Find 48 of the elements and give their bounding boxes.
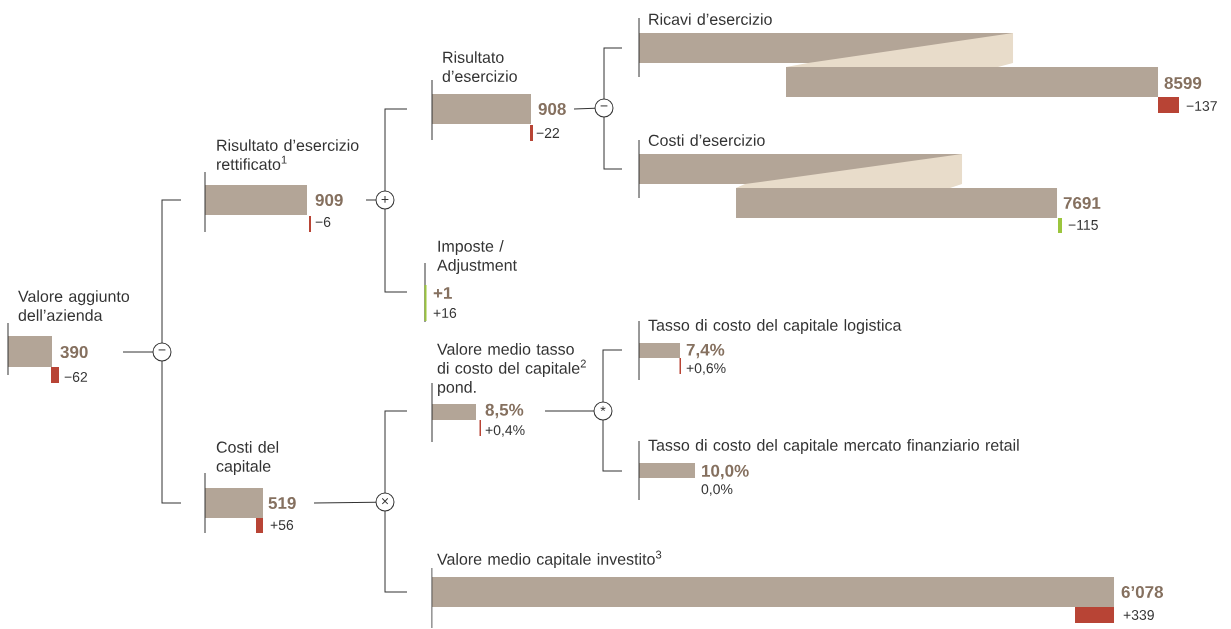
connector-line bbox=[573, 107, 596, 110]
value-label: 908 bbox=[538, 103, 566, 116]
connector-line bbox=[161, 360, 182, 504]
connector-line bbox=[384, 108, 408, 192]
connector-line bbox=[313, 501, 377, 504]
value-label: 10,0% bbox=[702, 464, 749, 480]
value-label: 7,4% bbox=[686, 343, 725, 359]
value-label: +1 bbox=[433, 287, 452, 299]
connector-line bbox=[122, 351, 154, 353]
value-label: 7691 bbox=[1063, 197, 1101, 210]
value-label: 909 bbox=[315, 194, 343, 207]
change-label: −62 bbox=[64, 372, 88, 382]
value-label: 8599 bbox=[1164, 77, 1202, 90]
change-label: −22 bbox=[536, 128, 560, 138]
metric-label: Imposte / Adjustment bbox=[437, 240, 517, 274]
connector-line bbox=[384, 510, 408, 593]
change-label: +0,4% bbox=[485, 425, 525, 437]
change-label: +339 bbox=[1123, 610, 1154, 620]
change-label: 0,0% bbox=[701, 484, 733, 496]
metric-label: Costi d’esercizio bbox=[648, 134, 765, 146]
connector-line bbox=[161, 199, 182, 344]
connector-line bbox=[602, 419, 623, 472]
metric-label: Valore aggiunto dell’azienda bbox=[18, 290, 130, 321]
change-label: −6 bbox=[315, 217, 331, 227]
connector-line bbox=[603, 47, 623, 100]
connector-line bbox=[365, 199, 377, 201]
change-label: +56 bbox=[270, 520, 294, 530]
connector-line bbox=[544, 410, 595, 412]
value-label: 6’078 bbox=[1121, 586, 1164, 599]
change-label: +16 bbox=[433, 308, 457, 318]
metric-label: Tasso di costo del capitale mercato finanziario retail bbox=[648, 439, 1019, 454]
connector-line bbox=[384, 410, 408, 494]
metric-label: Valore medio tasso di costo del capitale$^{2}$ pond. bbox=[437, 343, 586, 396]
change-label: −115 bbox=[1068, 220, 1098, 230]
metric-label: Risultato d’esercizio bbox=[442, 51, 517, 82]
connector-line bbox=[603, 116, 623, 170]
metric-label: Costi del capitale bbox=[216, 441, 279, 475]
metric-label: Risultato d’esercizio rettificato$^{1}$ bbox=[217, 139, 359, 170]
value-label: 8,5% bbox=[485, 403, 524, 419]
metric-label: Ricavi d’esercizio bbox=[649, 13, 772, 25]
metric-label: Valore medio capitale investito$^{3}$ bbox=[437, 550, 662, 568]
value-label: 390 bbox=[60, 345, 88, 359]
connector-line bbox=[384, 208, 408, 293]
connector-line bbox=[602, 349, 623, 403]
metric-label: Tasso di costo del capitale logistica bbox=[648, 319, 902, 334]
change-label: −137 bbox=[1186, 101, 1217, 111]
change-label: +0,6% bbox=[686, 363, 726, 375]
value-label: 519 bbox=[268, 497, 296, 510]
